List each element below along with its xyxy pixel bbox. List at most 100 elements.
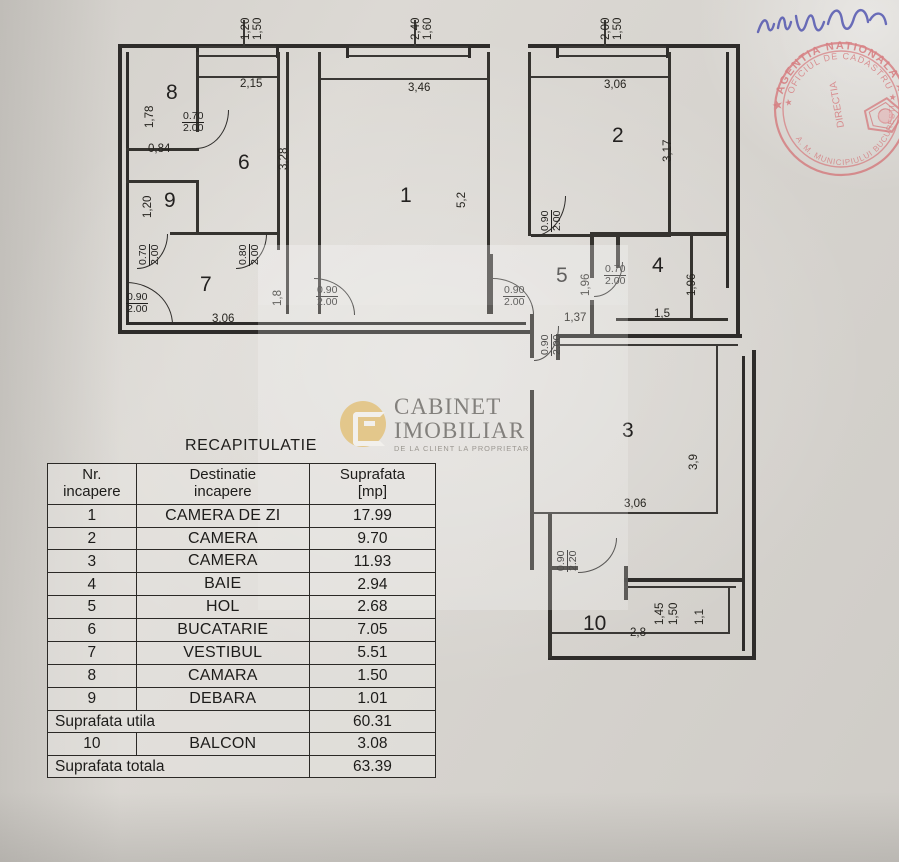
- wall-balcony-top-left: [548, 566, 578, 570]
- door-living-width: 0.90: [316, 284, 339, 297]
- total-value: 63.39: [308, 755, 437, 779]
- wall-outer-bottom-right: [548, 656, 756, 660]
- window-kitchen-dim-bottom: 1,50: [252, 17, 264, 40]
- wall-room9-right: [196, 180, 199, 234]
- wall-inner-right-top: [726, 52, 729, 288]
- room-label-8: 8: [166, 81, 178, 104]
- door-debara-width: 0.70: [137, 243, 150, 266]
- table-row: 4 BAIE 2.94: [47, 572, 437, 597]
- dim-balcony-window-height: 1,50: [668, 602, 680, 625]
- door-hall-vestibul-width: 0.90: [503, 284, 526, 297]
- table-header-row: Nr. incapere Destinatie incapere Suprafa…: [47, 463, 437, 505]
- table-row: 2 CAMERA 9.70: [47, 526, 437, 551]
- window-kitchen-inner: [198, 55, 278, 57]
- wall-inner-right-lower: [742, 356, 745, 651]
- window-room2-jamb-left: [556, 44, 559, 58]
- wall-room1-right: [487, 52, 490, 314]
- cell-nr: 4: [47, 572, 137, 597]
- cell-destinatie: HOL: [135, 595, 310, 620]
- cell-destinatie: CAMERA: [135, 526, 310, 551]
- cell-suprafata: 2.94: [308, 572, 437, 597]
- wall-room2-left: [528, 52, 531, 236]
- wall-room1-left: [318, 52, 321, 314]
- cell-suprafata: 1.50: [308, 663, 437, 688]
- wall-room6-right: [286, 52, 289, 312]
- cell-nr: 8: [47, 663, 137, 688]
- window-kitchen-jamb-left: [196, 44, 199, 58]
- cell-suprafata: 7.05: [308, 618, 437, 643]
- room-label-2: 2: [612, 124, 624, 147]
- cell-suprafata: 3.08: [308, 732, 437, 757]
- table-row: 1 CAMERA DE ZI 17.99: [47, 503, 437, 528]
- cell-destinatie: VESTIBUL: [135, 641, 310, 665]
- window-kitchen-dim-top: 1,20: [240, 17, 252, 40]
- wall-outer-left: [118, 44, 122, 334]
- window-living-jamb-left: [346, 44, 349, 58]
- window-room2-dim-bottom: 1,50: [612, 17, 624, 40]
- header-nr-line1: Nr.: [82, 466, 102, 483]
- wall-room1-measure-line: [321, 78, 487, 80]
- table-row-balcony: 10 BALCON 3.08: [47, 732, 437, 757]
- wall-room3-bottom-inner: [534, 512, 560, 514]
- dim-room6-width: 2,15: [240, 78, 263, 90]
- wall-hall5-left: [490, 254, 493, 314]
- dim-room6-depth: 3,28: [278, 147, 290, 170]
- wall-corridor-left2: [530, 390, 534, 570]
- wall-balcony-top-band-inner: [624, 586, 736, 588]
- dim-room8-width: 0,84: [148, 143, 171, 155]
- header-dest-line1: Destinatie: [189, 466, 257, 483]
- cell-nr: 1: [47, 503, 137, 528]
- wall-room4-mid: [616, 232, 620, 268]
- cell-destinatie: BAIE: [135, 572, 310, 597]
- wall-room2-measure-line: [531, 76, 668, 78]
- wall-balcony-sep: [624, 566, 628, 600]
- wall-inner-bottom-left: [126, 322, 526, 325]
- door-camara-width: 0.70: [182, 110, 205, 123]
- dim-room5-width: 1,37: [564, 312, 587, 324]
- dim-room8-depth: 1,78: [144, 105, 156, 128]
- wall-balcony-rail-right: [728, 588, 730, 634]
- door-entry-height: 2.00: [127, 302, 148, 315]
- window-room2-dim-top: 2,00: [600, 17, 612, 40]
- header-sup-line2: [mp]: [357, 482, 388, 500]
- header-nr: Nr. incapere: [47, 463, 137, 505]
- cell-nr: 3: [47, 549, 137, 574]
- window-kitchen-jamb-right: [276, 44, 279, 58]
- wall-room3-bottom-measure: [560, 512, 718, 514]
- wall-top-room3-band: [556, 334, 742, 338]
- table-row-total: Suprafata totala 63.39: [47, 755, 437, 779]
- wall-room9-top: [126, 180, 199, 183]
- wall-balcony-rail: [552, 632, 730, 634]
- cell-suprafata: 1.01: [308, 686, 437, 711]
- wall-room3-right-measure: [716, 346, 718, 512]
- wall-room8-right: [196, 52, 199, 132]
- window-kitchen-outer: [198, 46, 278, 48]
- dim-balcony-width: 2,8: [630, 627, 646, 639]
- header-nr-line2: incapere: [63, 482, 121, 500]
- window-room2-outer: [558, 46, 668, 48]
- dim-room3-width: 3,06: [624, 498, 647, 510]
- table-row: 6 BUCATARIE 7.05: [47, 618, 437, 643]
- room-label-4: 4: [652, 254, 664, 277]
- door-kitchen-width: 0.80: [237, 243, 250, 266]
- dim-room4-depth: 1,96: [686, 273, 698, 296]
- door-debara-height: 2.00: [148, 244, 161, 265]
- wall-room4-left: [590, 232, 594, 278]
- wall-room4-top: [590, 232, 728, 236]
- cell-nr: 10: [47, 732, 137, 757]
- wall-room3-top-inner: [560, 344, 738, 346]
- door-label-living: 0.90 2.00: [316, 284, 339, 307]
- cell-suprafata: 17.99: [308, 503, 437, 528]
- cell-suprafata: 11.93: [308, 549, 437, 574]
- door-label-entry: 0.90 2.00: [126, 292, 149, 315]
- room-label-9: 9: [164, 189, 176, 212]
- cell-destinatie: BALCON: [135, 732, 310, 757]
- dim-room1-depth: 5,2: [456, 192, 468, 208]
- door-label-room2: 0.90 2.00: [539, 209, 563, 232]
- table-row: 7 VESTIBUL 5.51: [47, 641, 437, 665]
- door-label-hall-vestibul: 0.90 2.00: [503, 284, 526, 307]
- cell-destinatie: BUCATARIE: [135, 618, 310, 643]
- door-room2-height: 2.00: [550, 210, 563, 231]
